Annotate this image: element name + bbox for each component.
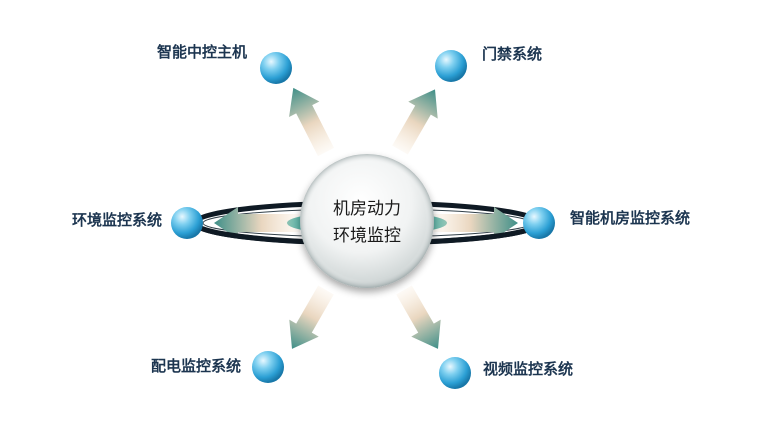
arrow-to-environment-monitoring-system bbox=[214, 207, 300, 239]
arrow-to-video-monitoring-system bbox=[396, 285, 441, 349]
node-label: 智能机房监控系统 bbox=[570, 209, 690, 227]
arrow-to-smart-room-monitoring-system bbox=[432, 207, 518, 239]
node-ball bbox=[439, 357, 471, 389]
node-smart-room-monitoring-system[interactable]: 智能机房监控系统 bbox=[523, 207, 690, 239]
center-label-line1: 机房动力 bbox=[333, 199, 401, 219]
node-label: 配电监控系统 bbox=[151, 357, 241, 375]
node-ball bbox=[252, 351, 284, 383]
node-ball bbox=[171, 207, 203, 239]
center-sphere bbox=[300, 154, 434, 288]
arrow-to-smart-control-host bbox=[289, 87, 335, 157]
node-access-control-system[interactable]: 门禁系统 bbox=[435, 45, 542, 82]
center-label-line2: 环境监控 bbox=[333, 226, 401, 246]
node-label: 门禁系统 bbox=[482, 45, 542, 63]
node-ball bbox=[435, 50, 467, 82]
node-label: 视频监控系统 bbox=[483, 360, 573, 378]
node-ball bbox=[260, 52, 292, 84]
node-environment-monitoring-system[interactable]: 环境监控系统 bbox=[72, 207, 203, 239]
node-power-distribution-monitoring-system[interactable]: 配电监控系统 bbox=[151, 351, 284, 383]
arrow-to-access-control-system bbox=[392, 89, 438, 155]
node-video-monitoring-system[interactable]: 视频监控系统 bbox=[439, 357, 573, 389]
node-label: 环境监控系统 bbox=[72, 211, 162, 229]
arrow-to-power-distribution-monitoring-system bbox=[289, 285, 334, 349]
node-smart-control-host[interactable]: 智能中控主机 bbox=[157, 43, 292, 84]
node-label: 智能中控主机 bbox=[157, 43, 247, 61]
node-ball bbox=[523, 207, 555, 239]
